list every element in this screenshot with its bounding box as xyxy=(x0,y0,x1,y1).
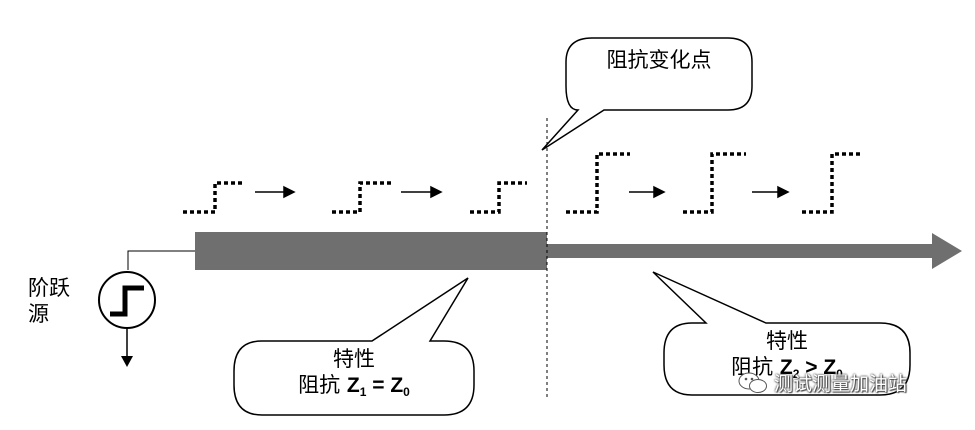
left-impedance-line2: 阻抗 Z1 = Z0 xyxy=(234,372,474,405)
watermark-text: 测试测量加油站 xyxy=(774,373,908,395)
left-impedance-line1: 特性 xyxy=(333,347,375,371)
change-point-label: 阻抗变化点 xyxy=(606,48,712,72)
transmitted-step-2 xyxy=(683,152,746,214)
callout-left-impedance xyxy=(233,277,475,416)
ground-arrow-icon xyxy=(121,356,133,367)
z0-symbol-right: Z xyxy=(823,356,837,379)
right-impedance-label: 特性 阻抗 Z2 > Z0 xyxy=(664,328,910,387)
source-label: 阶跃 源 xyxy=(28,275,70,327)
transmitted-step-3 xyxy=(802,152,862,214)
line-segment-z2 xyxy=(547,244,937,258)
callout-right-impedance xyxy=(652,271,911,396)
watermark: 测试测量加油站 xyxy=(738,369,907,396)
source-wire xyxy=(127,250,195,270)
z0-symbol-left: Z xyxy=(390,374,404,397)
source-label-line1: 阶跃 xyxy=(28,276,70,300)
transmitted-step-1 xyxy=(566,152,630,214)
incident-step-2 xyxy=(332,181,392,214)
z2-symbol: Z xyxy=(779,356,793,379)
z1-subscript: 1 xyxy=(359,385,367,399)
source-label-line2: 源 xyxy=(28,302,49,326)
step-source-symbol xyxy=(98,271,156,329)
incident-step-3 xyxy=(470,181,527,214)
equals-sign: = xyxy=(366,374,391,397)
right-impedance-line1: 特性 xyxy=(766,329,808,353)
z1-symbol: Z xyxy=(346,374,360,397)
line-segment-z1 xyxy=(195,232,547,270)
greater-than-sign: > xyxy=(799,356,824,379)
z2-subscript: 2 xyxy=(792,367,800,381)
right-impedance-line2: 阻抗 Z2 > Z0 xyxy=(664,354,910,387)
z0-subscript-right: 0 xyxy=(836,367,843,381)
left-impedance-prefix: 阻抗 xyxy=(298,373,347,397)
left-impedance-label: 特性 阻抗 Z1 = Z0 xyxy=(234,346,474,405)
wechat-icon xyxy=(738,372,767,393)
z0-subscript-left: 0 xyxy=(403,385,410,399)
incident-step-1 xyxy=(183,181,243,214)
line-arrowhead xyxy=(932,233,962,269)
callout-change-point xyxy=(541,37,753,151)
